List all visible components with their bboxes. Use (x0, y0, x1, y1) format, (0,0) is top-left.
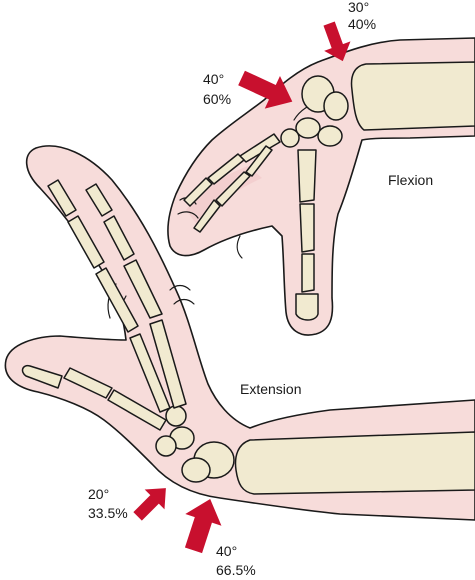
flexion-label: Flexion (388, 172, 433, 188)
extension-large-angle: 40° (216, 543, 237, 559)
flexion-radius-bone (350, 61, 475, 131)
flexion-volar-percent: 60% (203, 91, 231, 107)
extension-small-angle: 20° (88, 486, 109, 502)
flexion-volar-angle: 40° (203, 71, 224, 87)
force-arrow-extension-small (133, 488, 166, 521)
extension-large-percent: 66.5% (216, 562, 256, 578)
extension-radius-bone (234, 431, 475, 495)
flexion-dorsal-angle: 30° (348, 0, 369, 15)
force-arrow-extension-large (184, 498, 222, 554)
force-arrow-flexion-volar (238, 70, 293, 109)
flexion-hand (167, 37, 475, 336)
extension-thumb-bone (107, 389, 167, 431)
force-arrow-flexion-dorsal (323, 21, 351, 62)
extension-label: Extension (240, 381, 301, 397)
extension-hand (4, 145, 475, 521)
flexion-dorsal-percent: 40% (348, 16, 376, 32)
flexion-thumb-bone (297, 149, 317, 203)
extension-small-percent: 33.5% (88, 505, 128, 521)
